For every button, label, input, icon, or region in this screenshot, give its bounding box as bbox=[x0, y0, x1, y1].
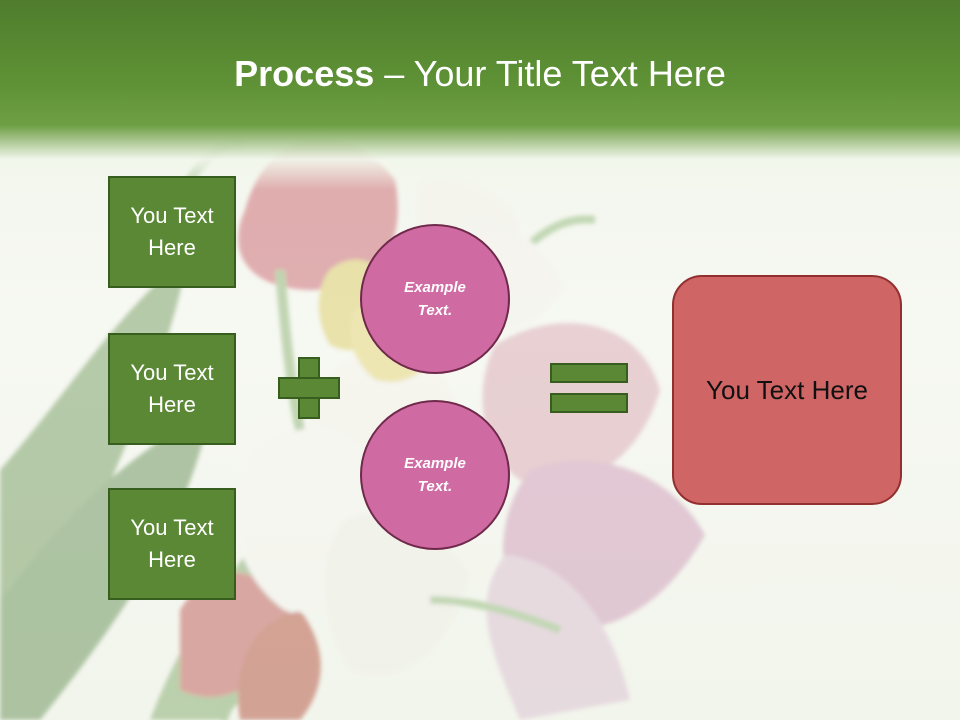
example-circle-1: Example Text. bbox=[360, 224, 510, 374]
equals-bottom-bar bbox=[550, 393, 628, 413]
title-process: Process bbox=[234, 53, 375, 94]
text-box-3: You Text Here bbox=[108, 488, 236, 600]
title-banner: Process – Your Title Text Here bbox=[0, 0, 960, 190]
result-box: You Text Here bbox=[672, 275, 902, 505]
plus-icon bbox=[278, 357, 340, 419]
plus-center bbox=[300, 379, 318, 397]
title-separator: – bbox=[384, 53, 405, 94]
text-box-1: You Text Here bbox=[108, 176, 236, 288]
example-circle-2: Example Text. bbox=[360, 400, 510, 550]
equals-top-bar bbox=[550, 363, 628, 383]
title-text: Your Title Text Here bbox=[413, 53, 726, 94]
equals-icon bbox=[550, 363, 628, 415]
slide-title: Process – Your Title Text Here bbox=[0, 52, 960, 96]
text-box-2: You Text Here bbox=[108, 333, 236, 445]
